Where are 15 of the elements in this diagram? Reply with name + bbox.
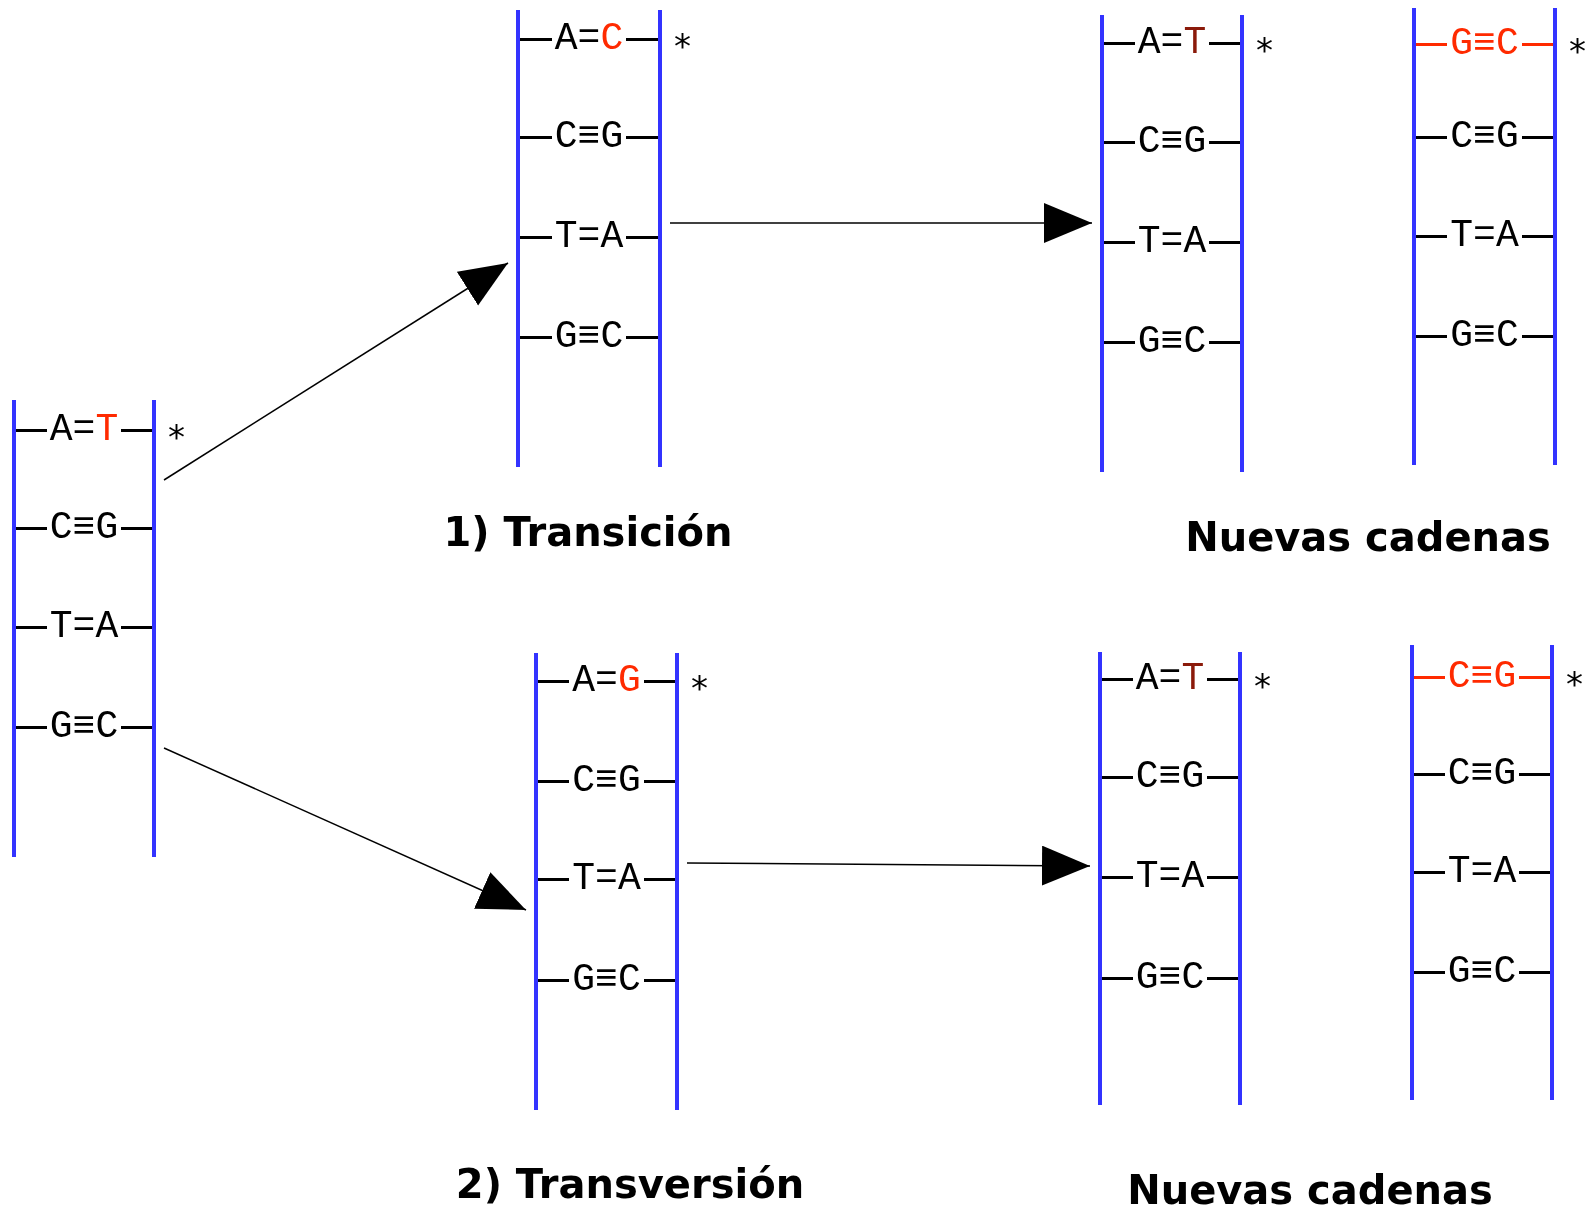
mutation-marker: * xyxy=(168,419,185,454)
mutation-marker: * xyxy=(674,28,691,63)
mutation-marker: * xyxy=(1566,666,1583,701)
mutation-marker: * xyxy=(1256,32,1273,67)
mutation-marker: * xyxy=(1569,33,1586,68)
caption: 1) Transición xyxy=(443,509,733,555)
caption: Nuevas cadenas xyxy=(1127,1167,1493,1212)
arrow xyxy=(669,203,1093,243)
caption: 2) Transversión xyxy=(455,1161,805,1207)
caption: Nuevas cadenas xyxy=(1185,514,1551,560)
arrow xyxy=(163,262,509,481)
arrow xyxy=(686,845,1091,886)
arrow xyxy=(163,747,527,911)
mutation-marker: * xyxy=(691,670,708,705)
mutation-marker: * xyxy=(1254,668,1271,703)
